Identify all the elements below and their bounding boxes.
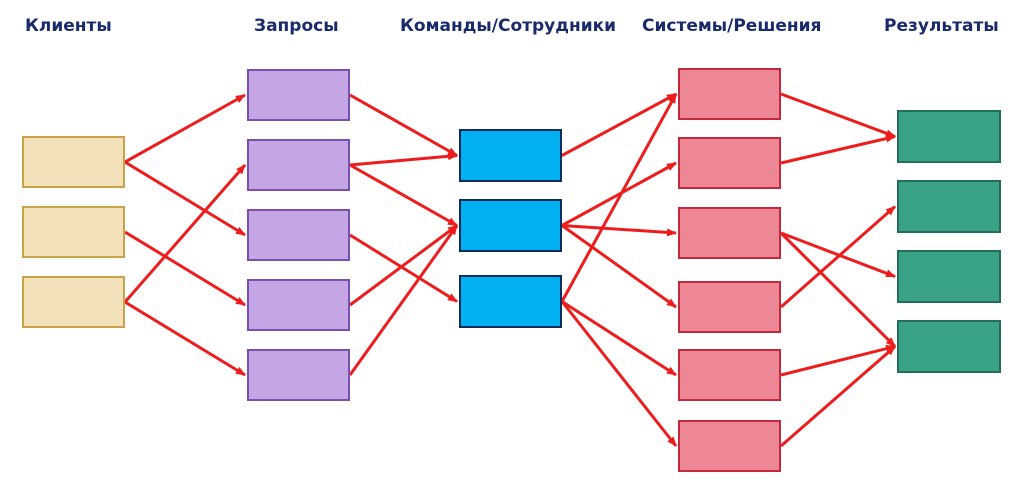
arrow-teams-2-to-systems-2	[561, 161, 677, 227]
arrow-teams-3-to-systems-1	[560, 93, 678, 303]
arrow-requests-1-to-teams-1	[349, 93, 458, 157]
clients-box-2	[22, 206, 125, 258]
arrow-clients-3-to-requests-2	[123, 164, 247, 303]
teams-box-2	[459, 199, 562, 252]
arrow-clients-2-to-requests-4	[124, 230, 246, 307]
arrow-systems-4-to-results-2	[780, 205, 896, 309]
systems-box-3	[678, 207, 781, 259]
arrow-teams-2-to-systems-4	[561, 224, 677, 309]
arrow-requests-5-to-teams-2	[348, 224, 459, 376]
systems-box-1	[678, 68, 781, 120]
column-title-systems: Системы/Решения	[642, 16, 822, 36]
arrow-teams-3-to-systems-6	[560, 300, 678, 447]
arrow-systems-3-to-results-3	[780, 231, 896, 278]
column-title-clients: Клиенты	[25, 16, 112, 36]
requests-box-5	[247, 349, 350, 401]
arrow-systems-3-to-results-4	[779, 231, 897, 348]
systems-box-5	[678, 349, 781, 401]
results-box-2	[897, 180, 1001, 233]
arrow-teams-1-to-systems-1	[561, 92, 677, 157]
systems-box-2	[678, 137, 781, 189]
requests-box-3	[247, 209, 350, 261]
arrow-clients-3-to-requests-5	[124, 300, 246, 377]
arrow-clients-1-to-requests-3	[124, 160, 246, 237]
teams-box-1	[459, 129, 562, 182]
arrow-requests-2-to-teams-2	[349, 163, 458, 227]
arrow-requests-3-to-teams-3	[349, 233, 458, 303]
arrow-clients-1-to-requests-1	[124, 93, 246, 164]
clients-box-3	[22, 276, 125, 328]
arrow-teams-2-to-systems-3	[561, 224, 677, 237]
arrow-systems-2-to-results-1	[780, 134, 896, 165]
arrow-systems-6-to-results-4	[780, 345, 896, 448]
arrow-requests-4-to-teams-2	[349, 224, 458, 307]
clients-box-1	[22, 136, 125, 188]
results-box-4	[897, 320, 1001, 373]
requests-box-2	[247, 139, 350, 191]
systems-box-6	[678, 420, 781, 472]
arrow-requests-2-to-teams-1	[349, 152, 458, 167]
requests-box-4	[247, 279, 350, 331]
arrow-systems-5-to-results-4	[780, 344, 896, 377]
column-title-requests: Запросы	[254, 16, 339, 36]
requests-box-1	[247, 69, 350, 121]
arrow-teams-3-to-systems-5	[561, 300, 677, 377]
results-box-1	[897, 110, 1001, 163]
systems-box-4	[678, 281, 781, 333]
column-title-teams: Команды/Сотрудники	[400, 16, 617, 36]
teams-box-3	[459, 275, 562, 328]
arrow-systems-1-to-results-1	[780, 92, 896, 138]
results-box-3	[897, 250, 1001, 303]
column-title-results: Результаты	[884, 16, 999, 36]
